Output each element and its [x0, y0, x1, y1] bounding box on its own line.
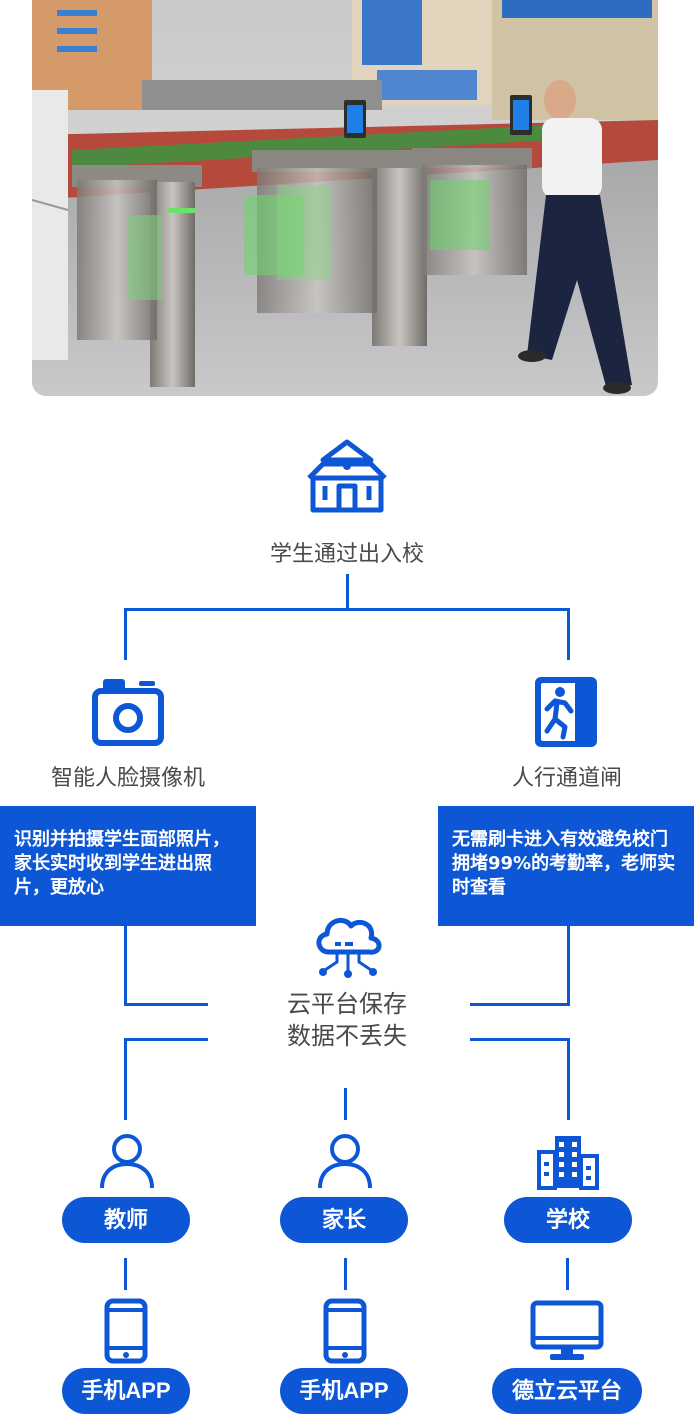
connector [470, 1003, 570, 1006]
monitor-icon [530, 1300, 604, 1366]
app-school: 德立云平台 [492, 1368, 642, 1414]
phone-icon [323, 1298, 367, 1368]
connector [124, 1003, 208, 1006]
connector [124, 1038, 208, 1041]
connector [124, 1038, 127, 1120]
parent-person-icon [317, 1132, 373, 1194]
exit-door-icon [533, 675, 599, 753]
role-parent: 家长 [280, 1197, 408, 1243]
top-title: 学生通过出入校 [269, 542, 424, 567]
building-icon [537, 1132, 599, 1194]
connector [346, 574, 349, 610]
connector [344, 1258, 347, 1290]
cloud-icon [311, 910, 385, 984]
connector [566, 1258, 569, 1290]
role-teacher: 教师 [62, 1197, 190, 1243]
connector [567, 608, 570, 660]
connector [124, 608, 570, 611]
connector [124, 926, 127, 1006]
connector [124, 1258, 127, 1290]
phone-icon [104, 1298, 148, 1368]
teacher-person-icon [99, 1132, 155, 1194]
gate-description: 无需刷卡进入有效避免校门拥堵99%的考勤率，老师实时查看 [438, 806, 694, 926]
hero-image [32, 0, 658, 396]
connector [470, 1038, 570, 1041]
cloud-line-2: 数据不丢失 [287, 1022, 407, 1050]
cloud-line-1: 云平台保存 [287, 990, 407, 1018]
camera-icon [91, 675, 165, 753]
turnstile-scene-illustration [32, 0, 658, 396]
connector [124, 608, 127, 660]
camera-title: 智能人脸摄像机 [50, 766, 205, 791]
connector [344, 1088, 347, 1120]
app-teacher: 手机APP [62, 1368, 190, 1414]
gate-title: 人行通道闸 [511, 766, 622, 791]
connector [567, 926, 570, 1006]
cloud-caption: 云平台保存 数据不丢失 [250, 988, 444, 1052]
camera-description: 识别并拍摄学生面部照片，家长实时收到学生进出照片，更放心 [0, 806, 256, 926]
school-icon [305, 438, 389, 518]
connector [567, 1038, 570, 1120]
role-school: 学校 [504, 1197, 632, 1243]
app-parent: 手机APP [280, 1368, 408, 1414]
